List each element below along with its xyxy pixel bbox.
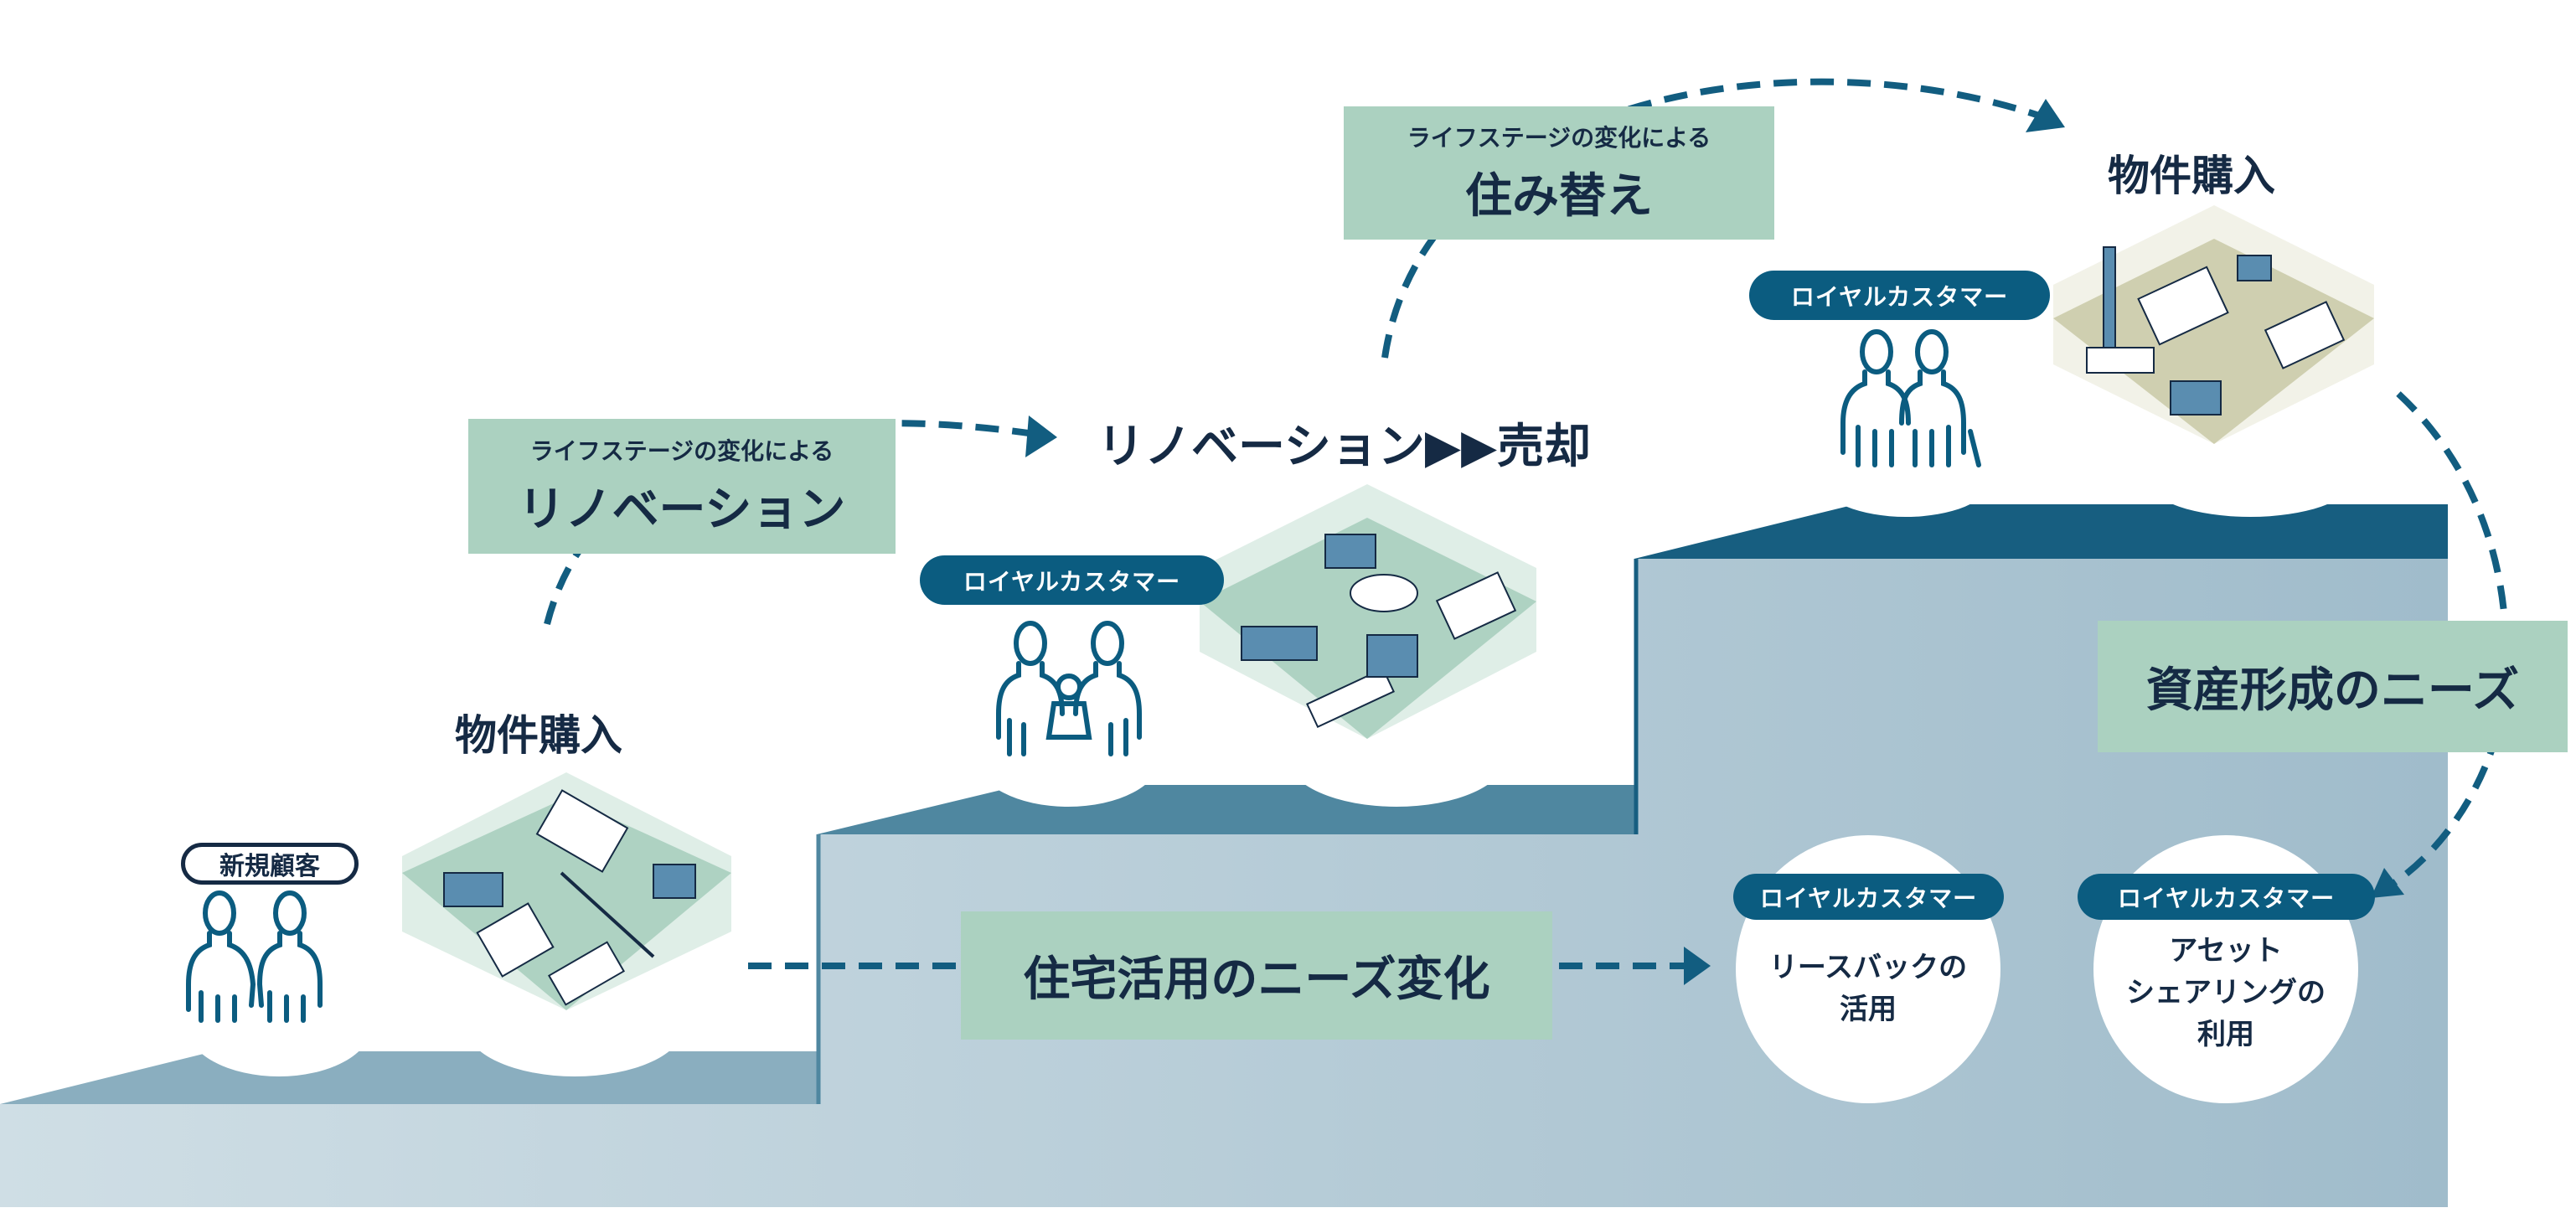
arc-asset-need <box>2381 391 2510 893</box>
stage2-title: リノベーション▶▶売却 <box>1097 420 1592 474</box>
room-illustration-2 <box>1200 484 1536 739</box>
transition2-line2: 住み替え <box>1465 169 1653 224</box>
loyal-customer-badge-stage3: ロイヤルカスタマー <box>1749 271 2050 320</box>
elderly-couple-icon <box>1840 329 1981 467</box>
relocation-transition-box: ライフステージの変化による 住み替え <box>1344 106 1774 240</box>
asset-sharing-line2: シェアリングの <box>2126 976 2326 1009</box>
transition2-line1: ライフステージの変化による <box>1407 124 1711 152</box>
asset-formation-need-box: 資産形成のニーズ <box>2098 621 2568 752</box>
family-icon <box>996 621 1142 756</box>
housing-need-box: 住宅活用のニーズ変化 <box>961 911 1552 1040</box>
transition1-line2: リノベーション <box>518 483 846 537</box>
leaseback-line2: 活用 <box>1840 993 1897 1026</box>
arrowhead-renovation <box>1025 416 1057 457</box>
new-customer-badge: 新規顧客 <box>181 843 359 885</box>
transition1-line1: ライフステージの変化による <box>529 437 834 465</box>
stage3-title: 物件購入 <box>2108 152 2275 200</box>
asset-sharing-line1: アセット <box>2169 934 2283 968</box>
renovation-transition-box: ライフステージの変化による リノベーション <box>468 419 896 554</box>
step3-top-face <box>1634 504 2448 559</box>
room-illustration-1 <box>402 772 731 1010</box>
loyal-customer-badge-asset-sharing: ロイヤルカスタマー <box>2078 874 2375 920</box>
housing-need-label: 住宅活用のニーズ変化 <box>1023 952 1490 1007</box>
arrowhead-relocation <box>2026 99 2065 132</box>
leaseback-option-text: リースバックの 活用 <box>1736 947 2000 1030</box>
asset-sharing-line3: 利用 <box>2197 1018 2254 1051</box>
arrowhead-asset <box>2371 868 2404 898</box>
couple-icon <box>186 890 323 1023</box>
room-illustration-3 <box>2053 205 2374 444</box>
stage1-title: 物件購入 <box>455 711 622 760</box>
loyal-customer-badge-leaseback: ロイヤルカスタマー <box>1733 874 2004 920</box>
leaseback-line1: リースバックの <box>1768 951 1968 984</box>
arrowhead-housing <box>1684 947 1711 985</box>
asset-sharing-option-text: アセット シェアリングの 利用 <box>2093 930 2358 1056</box>
asset-need-label: 資産形成のニーズ <box>2145 663 2520 718</box>
notches <box>187 446 2351 1076</box>
loyal-customer-badge-stage2: ロイヤルカスタマー <box>920 555 1224 605</box>
